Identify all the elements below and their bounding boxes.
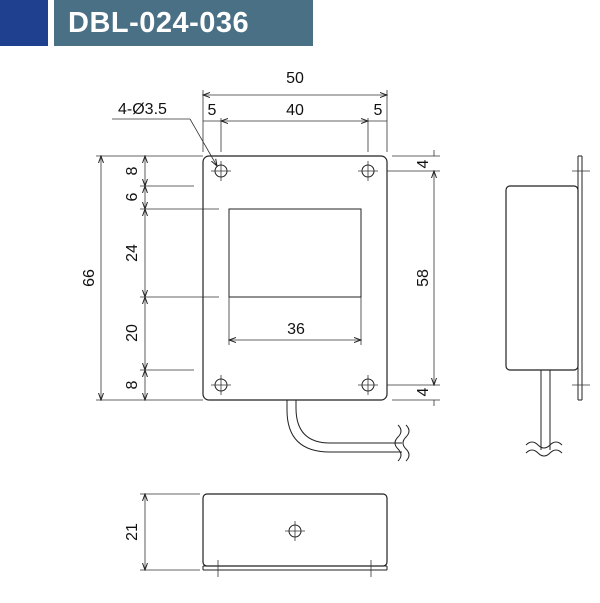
front-view: 50 40 5 5 4-Ø3.5 66 8 6 24 20 8 36 bbox=[81, 70, 440, 462]
dim-height-overall: 66 bbox=[81, 269, 98, 287]
header-accent-block bbox=[0, 0, 48, 46]
mounting-hole-icon bbox=[211, 161, 231, 181]
dim-bottom-edge-right: 4 bbox=[415, 387, 432, 396]
header-title-bar: DBL-024-036 bbox=[54, 0, 313, 46]
dim-top-margin: 8 bbox=[124, 166, 141, 175]
dim-depth: 21 bbox=[124, 523, 141, 541]
side-view bbox=[505, 155, 590, 457]
mounting-hole-icon bbox=[358, 375, 378, 395]
dim-margin-right: 5 bbox=[374, 102, 383, 119]
mounting-hole-icon bbox=[358, 161, 378, 181]
dim-window-width: 36 bbox=[287, 321, 305, 338]
plate-outline bbox=[202, 155, 388, 401]
product-model-title: DBL-024-036 bbox=[68, 6, 250, 39]
dim-margin-left: 5 bbox=[208, 102, 217, 119]
dim-top-edge-right: 4 bbox=[415, 159, 432, 168]
dim-bottom-margin: 8 bbox=[124, 380, 141, 389]
bottom-view: 21 bbox=[124, 494, 388, 577]
dim-height-mount: 58 bbox=[415, 269, 432, 287]
dim-window-height: 24 bbox=[124, 244, 141, 262]
dim-gap-below-window: 20 bbox=[124, 324, 141, 342]
dim-window-offset: 6 bbox=[124, 192, 141, 201]
mounting-hole-icon bbox=[211, 375, 231, 395]
dim-holes: 4-Ø3.5 bbox=[118, 101, 167, 118]
cable bbox=[286, 372, 402, 453]
dim-width-overall: 50 bbox=[286, 70, 304, 87]
window-opening bbox=[228, 208, 362, 298]
dim-width-inner: 40 bbox=[286, 102, 304, 119]
mounting-hole-icon bbox=[285, 521, 305, 541]
